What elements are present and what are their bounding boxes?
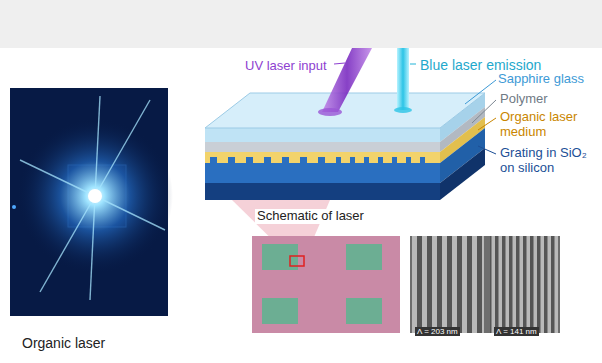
photo-spot [88,189,102,203]
layer-label: Organic laser medium [500,110,598,140]
label-anchor: Λ = 203 nm [415,320,460,338]
blue-spot [394,107,412,113]
grating-ridge [364,157,369,163]
micrograph [252,236,400,333]
grating-ridges [210,157,425,163]
grating-ridge [264,157,271,163]
grating-ridge [336,157,341,163]
blue-beam [397,48,409,110]
layer-label: Sapphire glass [498,72,598,87]
label-anchor: Λ = 141 nm [494,320,539,338]
photo-ray [20,160,95,196]
sio2-layer [205,163,440,183]
grating-ridge [378,157,383,163]
top-band [0,0,602,48]
photo-glow [17,118,173,274]
photo-ray [95,96,100,196]
sapphire-layer [205,128,440,142]
figure-caption: Schematic of laser [255,209,366,224]
grating-ridge [350,157,355,163]
grating-ridge [392,157,397,163]
sem-image [410,236,560,333]
beam-label: Blue laser emission [420,57,541,73]
layer-label: Grating in SiO₂ on silicon [500,146,598,176]
grating-ridge [210,157,217,163]
organic-layer [205,152,440,163]
grating-ridge [420,157,425,163]
sem-grating-141 [490,236,558,333]
device-pad [262,298,298,324]
grating-ridge [282,157,289,163]
photo-ray [95,100,150,196]
zoom-marker [290,256,304,266]
label-anchor: Sapphire glass [498,72,598,87]
silicon-side [440,148,485,200]
uv-spot [318,108,342,116]
uv-beam [322,48,372,112]
device-pad [346,298,382,324]
grating-ridge [228,157,235,163]
photo-ray [90,196,95,300]
label-anchor: Organic laser medium [500,110,598,140]
scale-label: Λ = 141 nm [494,327,539,336]
leader-line [410,64,416,65]
sem-grating-203 [412,236,484,333]
device-pad [346,244,382,270]
photo-ray [95,196,165,230]
grating-ridge [406,157,411,163]
label-anchor: Schematic of laser [255,206,366,224]
silicon-layer [205,183,440,200]
grating-ridge [246,157,253,163]
figure-caption: Organic laser [22,335,105,351]
leader-line [465,80,496,104]
leader-line [478,118,496,130]
label-anchor: Polymer [500,92,598,107]
leader-line [472,100,496,123]
label-anchor: Organic laser [22,334,105,352]
grating-ridge [300,157,307,163]
label-anchor: UV laser input [245,56,327,74]
layer-label: Polymer [500,92,598,107]
polymer-layer [205,142,440,152]
scale-label: Λ = 203 nm [415,327,460,336]
photo-dot [12,205,16,209]
leader-line [334,63,345,64]
beam-label: UV laser input [245,59,327,74]
photo-rays [20,96,165,300]
leader-line [478,146,496,154]
label-anchor: Grating in SiO₂ on silicon [500,146,598,176]
photo-ray [40,196,95,292]
grating-ridge [318,157,325,163]
